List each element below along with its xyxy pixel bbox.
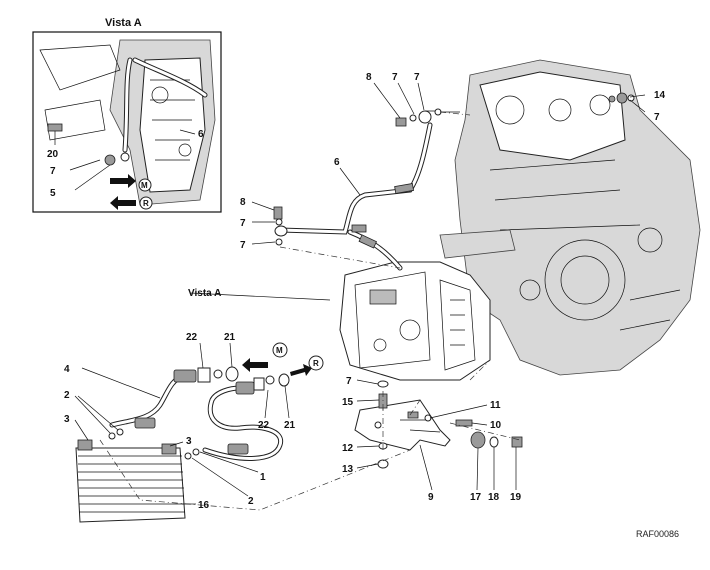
engine-block: [439, 59, 701, 376]
left-hose-fittings: [273, 206, 288, 246]
label-7-left-a: 7: [240, 218, 246, 229]
inset-label-20: 20: [47, 149, 59, 160]
label-2-bottom: 2: [248, 496, 254, 507]
oil-cooler: [75, 439, 186, 523]
inset-title: Vista A: [105, 17, 142, 29]
label-22-bottom: 22: [258, 420, 270, 431]
label-8-top: 8: [366, 72, 372, 83]
label-8-left: 8: [240, 197, 246, 208]
label-9: 9: [428, 492, 434, 503]
label-13: 13: [342, 464, 354, 475]
label-22-top: 22: [186, 332, 198, 343]
marker-r: R: [313, 359, 319, 368]
drawing-code: RAF00086: [636, 529, 679, 539]
label-10: 10: [490, 420, 502, 431]
label-19: 19: [510, 492, 522, 503]
inset-view: Vista A 20 7 6 5 M R: [32, 17, 222, 213]
label-7-right: 7: [654, 112, 660, 123]
label-4: 4: [64, 364, 70, 375]
label-3-right: 3: [186, 436, 192, 447]
inset-label-7: 7: [50, 166, 56, 177]
label-7-top-b: 7: [414, 72, 420, 83]
label-16: 16: [198, 500, 210, 511]
inset-arrow-m-icon: [110, 174, 136, 188]
label-21-top: 21: [224, 332, 236, 343]
arrow-r-icon: [290, 364, 312, 376]
label-11: 11: [490, 400, 501, 411]
flow-markers: M R: [242, 342, 324, 376]
inset-label-6: 6: [198, 129, 204, 140]
label-3-left: 3: [64, 414, 70, 425]
label-7-left-b: 7: [240, 240, 246, 251]
label-7-top-a: 7: [392, 72, 398, 83]
label-18: 18: [488, 492, 500, 503]
marker-m: M: [276, 346, 283, 355]
inset-marker-m: M: [141, 181, 148, 190]
callout-labels: 8 7 7 14 7 6 8 7 7 Vista A 22 21 4 2 3 3…: [64, 72, 666, 511]
label-1: 1: [260, 472, 266, 483]
top-fittings: [395, 92, 635, 127]
view-a-label: Vista A: [188, 288, 221, 299]
inset-arrow-r-icon: [110, 196, 136, 210]
label-2-top: 2: [64, 390, 70, 401]
label-14: 14: [654, 90, 666, 101]
inset-marker-r: R: [143, 199, 149, 208]
mounting-bracket: [354, 399, 451, 451]
label-12: 12: [342, 443, 354, 454]
label-17: 17: [470, 492, 482, 503]
upper-oil-hose: [277, 122, 433, 271]
arrow-m-icon: [242, 358, 268, 372]
label-7-center: 7: [346, 376, 352, 387]
label-6: 6: [334, 157, 340, 168]
label-15: 15: [342, 397, 354, 408]
gearbox: [339, 261, 491, 381]
inset-label-5: 5: [50, 188, 56, 199]
label-21-bottom: 21: [284, 420, 296, 431]
alignment-lines: [99, 111, 521, 511]
lower-oil-hoses: [108, 366, 290, 461]
leader-lines: [74, 82, 646, 505]
